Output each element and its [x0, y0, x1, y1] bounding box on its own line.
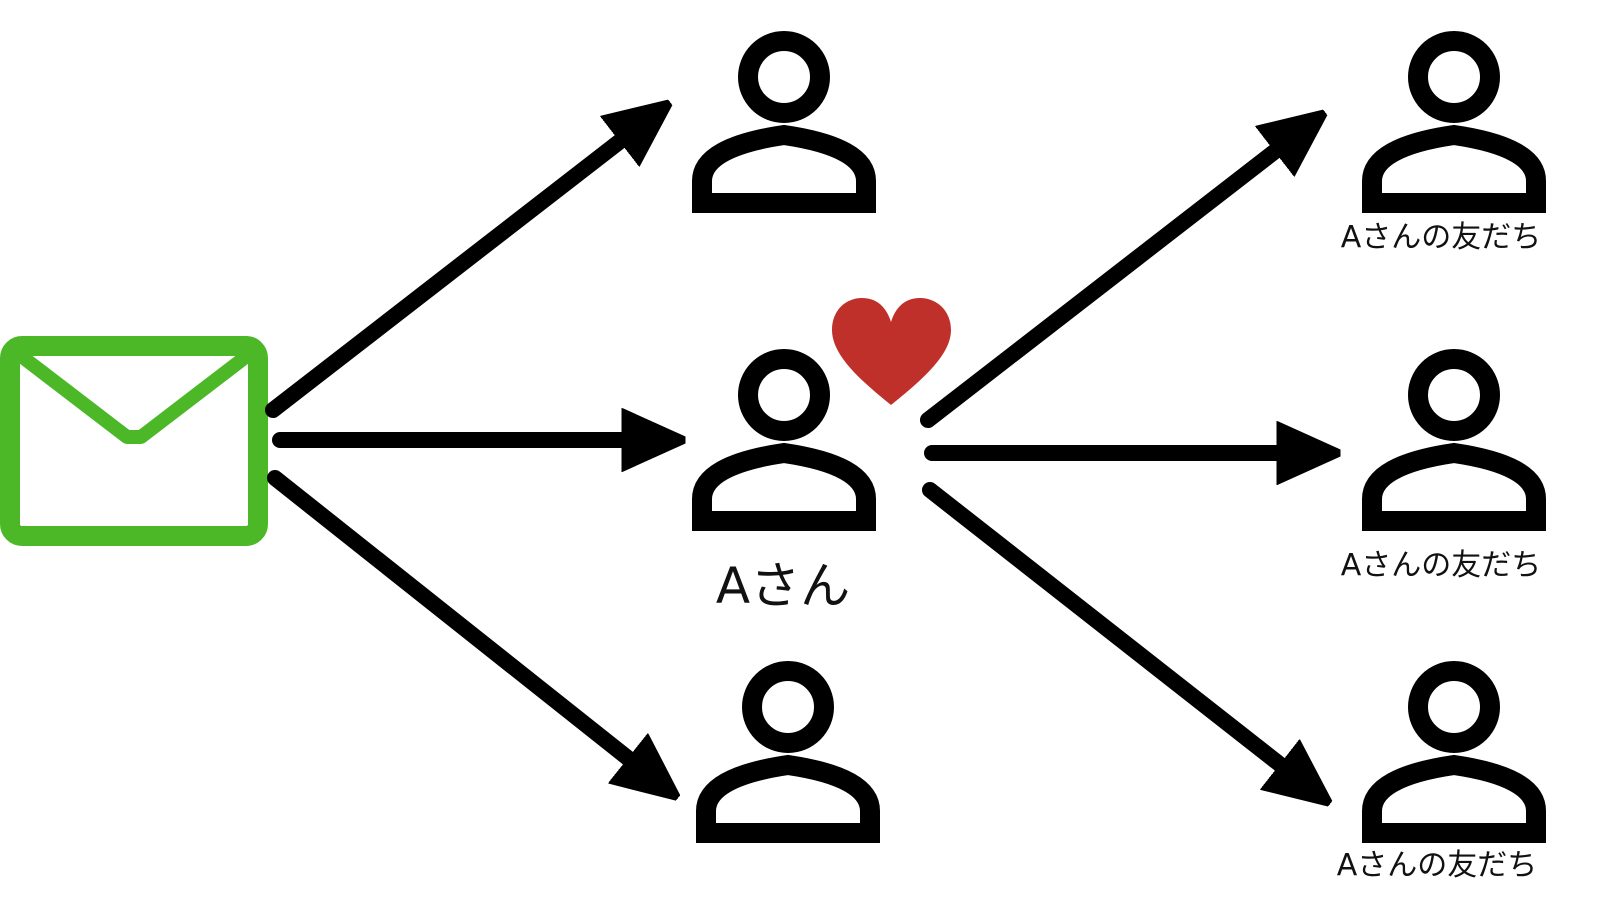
arrow-icon	[920, 128, 1305, 428]
a-san-label: Aさん	[716, 557, 850, 615]
arrow-icon	[922, 482, 1310, 788]
friend-label: Aさんの友だち	[1337, 848, 1538, 883]
person-icon	[702, 41, 866, 203]
person-icon-friend	[1372, 41, 1536, 203]
person-icon-a-san	[702, 359, 866, 521]
heart-icon	[832, 298, 951, 405]
person-icon	[706, 671, 870, 833]
arrow-icon	[267, 470, 658, 782]
friend-label: Aさんの友だち	[1341, 548, 1542, 583]
friend-label: Aさんの友だち	[1341, 220, 1542, 255]
arrow-icon	[265, 118, 650, 418]
person-icon-friend	[1372, 359, 1536, 521]
person-icon-friend	[1372, 671, 1536, 833]
envelope-icon	[0, 336, 268, 546]
